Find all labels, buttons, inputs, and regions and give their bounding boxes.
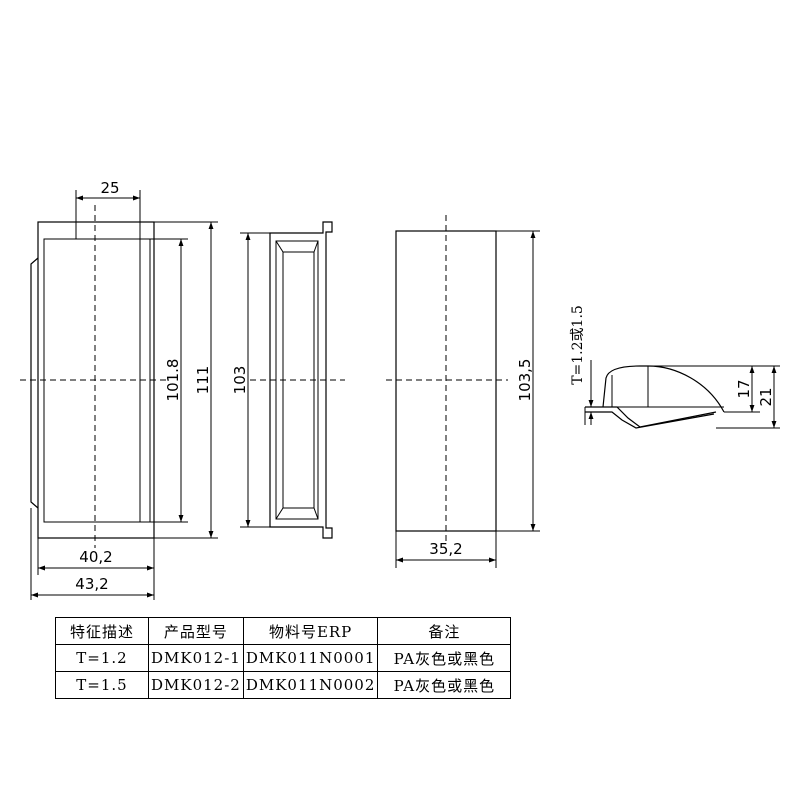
header-erp: 物料号ERP bbox=[242, 617, 379, 645]
profile-view bbox=[584, 365, 780, 429]
dim-back-height: 103,5 bbox=[516, 359, 534, 402]
cell-note: PA灰色或黑色 bbox=[377, 644, 512, 672]
dim-side-height: 103 bbox=[231, 366, 249, 395]
cell-erp: DMK011N0002 bbox=[242, 671, 379, 699]
cell-erp: DMK011N0001 bbox=[242, 644, 379, 672]
dim-profile-inner-height: 17 bbox=[735, 379, 753, 398]
dim-front-inner-height: 101.8 bbox=[164, 359, 182, 402]
dim-back-width: 35,2 bbox=[429, 540, 462, 558]
cell-feature: T=1.5 bbox=[55, 671, 149, 699]
dim-front-outer-width: 43,2 bbox=[75, 575, 108, 593]
cell-model: DMK012-2 bbox=[148, 671, 244, 699]
dim-profile-outer-height: 21 bbox=[757, 387, 775, 406]
spec-table-header: 特征描述 产品型号 物料号ERP 备注 bbox=[55, 617, 512, 645]
dim-profile-thickness: T=1.2或1.5 bbox=[570, 305, 586, 385]
side-dimensions: 103 bbox=[231, 233, 251, 527]
cell-feature: T=1.2 bbox=[55, 644, 149, 672]
header-model: 产品型号 bbox=[148, 617, 244, 645]
table-row: T=1.5 DMK012-2 DMK011N0002 PA灰色或黑色 bbox=[55, 671, 512, 699]
header-feature: 特征描述 bbox=[55, 617, 149, 645]
dim-front-top-width: 25 bbox=[100, 179, 119, 197]
cell-model: DMK012-1 bbox=[148, 644, 244, 672]
back-dimensions: 103,5 35,2 bbox=[396, 231, 536, 563]
cell-note: PA灰色或黑色 bbox=[377, 671, 512, 699]
header-note: 备注 bbox=[377, 617, 512, 645]
front-view bbox=[20, 190, 218, 600]
side-view bbox=[240, 221, 345, 539]
spec-table: 特征描述 产品型号 物料号ERP 备注 T=1.2 DMK012-1 DMK01… bbox=[55, 617, 512, 699]
dim-front-outer-height: 111 bbox=[194, 366, 212, 395]
profile-dimensions: T=1.2或1.5 17 21 bbox=[570, 305, 777, 428]
table-row: T=1.2 DMK012-1 DMK011N0001 PA灰色或黑色 bbox=[55, 644, 512, 672]
front-dimensions: 25 101.8 111 40,2 43,2 bbox=[31, 179, 214, 598]
dim-front-inner-width: 40,2 bbox=[79, 548, 112, 566]
technical-drawing: 25 101.8 111 40,2 43,2 103 bbox=[20, 179, 780, 600]
